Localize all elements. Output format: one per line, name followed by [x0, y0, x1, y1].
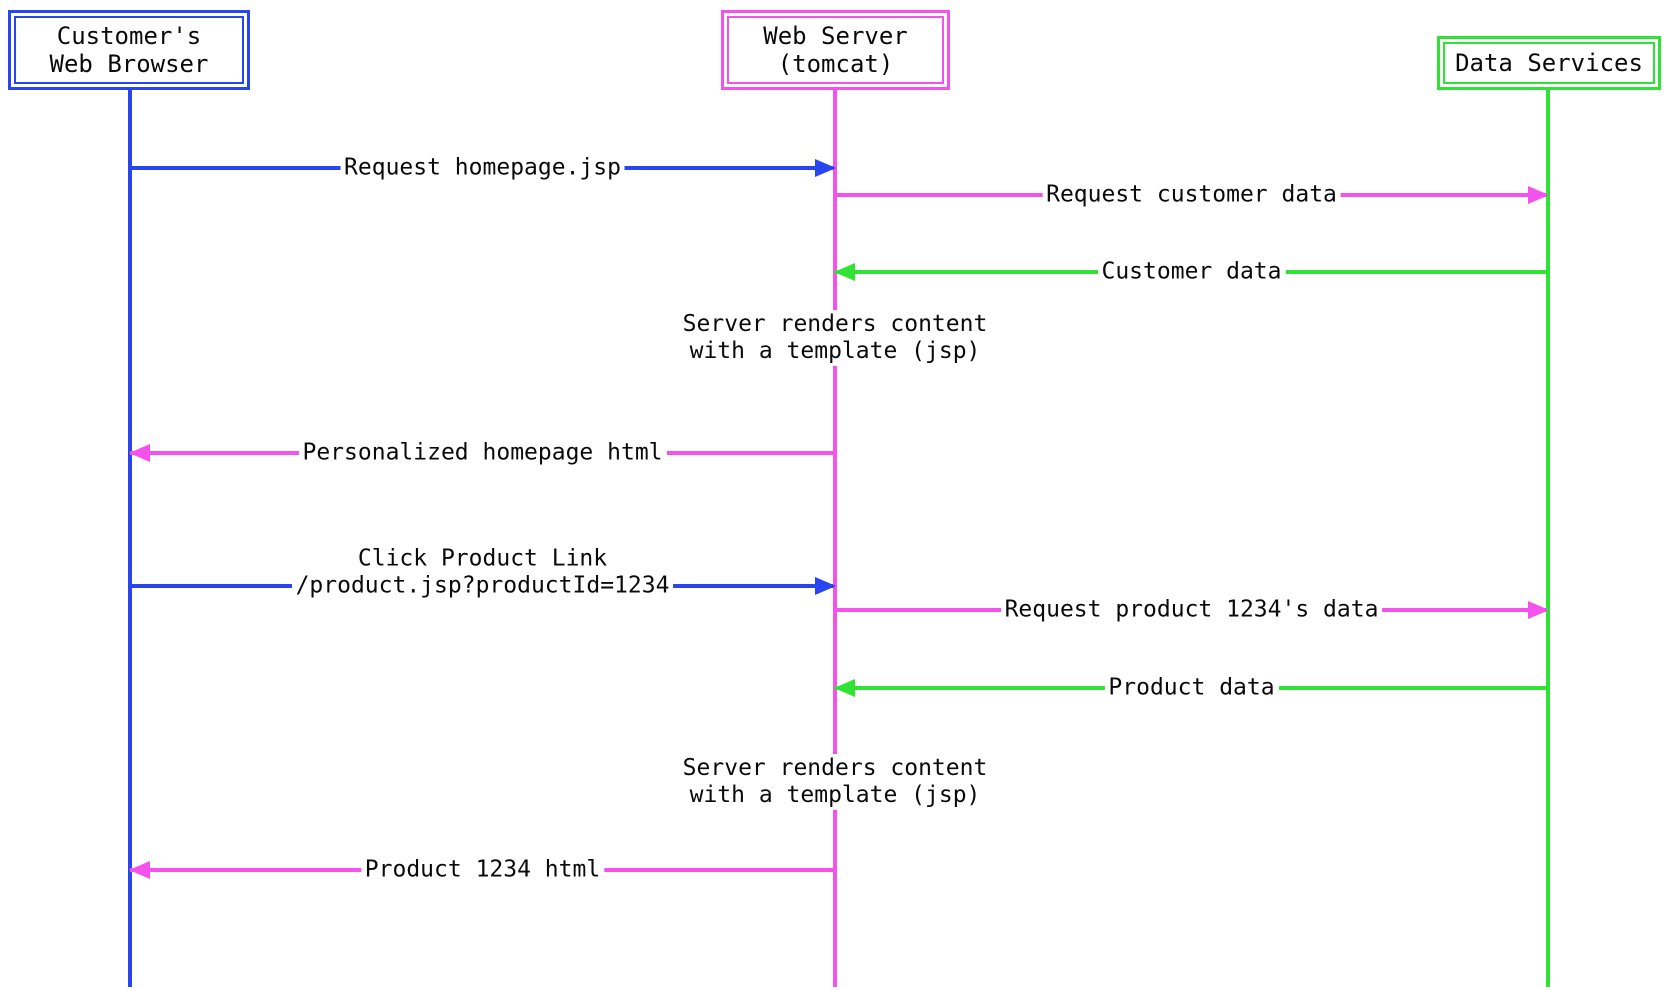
message-label: Product data	[1104, 674, 1279, 702]
note-server-renders-1: Server renders content with a template (…	[672, 310, 998, 366]
arrow-right-icon	[1528, 186, 1549, 204]
message-label: Request product 1234's data	[1000, 596, 1383, 624]
message-label: Click Product Link /product.jsp?productI…	[291, 545, 674, 600]
lifeline-customer-browser	[128, 90, 132, 987]
actor-box-web-server: Web Server (tomcat)	[721, 10, 950, 90]
message-label: Product 1234 html	[360, 856, 605, 884]
message-label: Customer data	[1097, 258, 1286, 286]
actor-title-customer-browser: Customer's Web Browser	[14, 16, 244, 84]
actor-title-web-server: Web Server (tomcat)	[727, 16, 944, 84]
actor-title-line: Data Services	[1455, 49, 1643, 77]
actor-title-data-services: Data Services	[1443, 42, 1655, 84]
actor-box-customer-browser: Customer's Web Browser	[8, 10, 250, 90]
arrow-right-icon	[1528, 601, 1549, 619]
lifeline-web-server	[833, 90, 837, 987]
lifeline-data-services	[1546, 90, 1550, 987]
note-line: with a template (jsp)	[689, 338, 981, 364]
message-label-line: /product.jsp?productId=1234	[295, 572, 670, 599]
message-label-line: Click Product Link	[357, 545, 608, 572]
arrow-left-icon	[834, 263, 855, 281]
note-line: Server renders content	[682, 755, 988, 781]
actor-box-data-services: Data Services	[1437, 36, 1661, 90]
message-label: Personalized homepage html	[298, 439, 667, 467]
arrow-left-icon	[129, 444, 150, 462]
note-line: with a template (jsp)	[689, 782, 981, 808]
actor-title-line: Web Browser	[49, 50, 209, 78]
arrow-left-icon	[834, 679, 855, 697]
actor-title-line: (tomcat)	[777, 50, 894, 78]
arrow-right-icon	[815, 159, 836, 177]
actor-title-line: Customer's	[56, 22, 202, 50]
arrow-left-icon	[129, 861, 150, 879]
message-label: Request homepage.jsp	[340, 154, 625, 182]
note-line: Server renders content	[682, 311, 988, 337]
message-label: Request customer data	[1042, 181, 1341, 209]
arrow-right-icon	[815, 577, 836, 595]
note-server-renders-2: Server renders content with a template (…	[672, 754, 998, 810]
actor-title-line: Web Server	[763, 22, 908, 50]
